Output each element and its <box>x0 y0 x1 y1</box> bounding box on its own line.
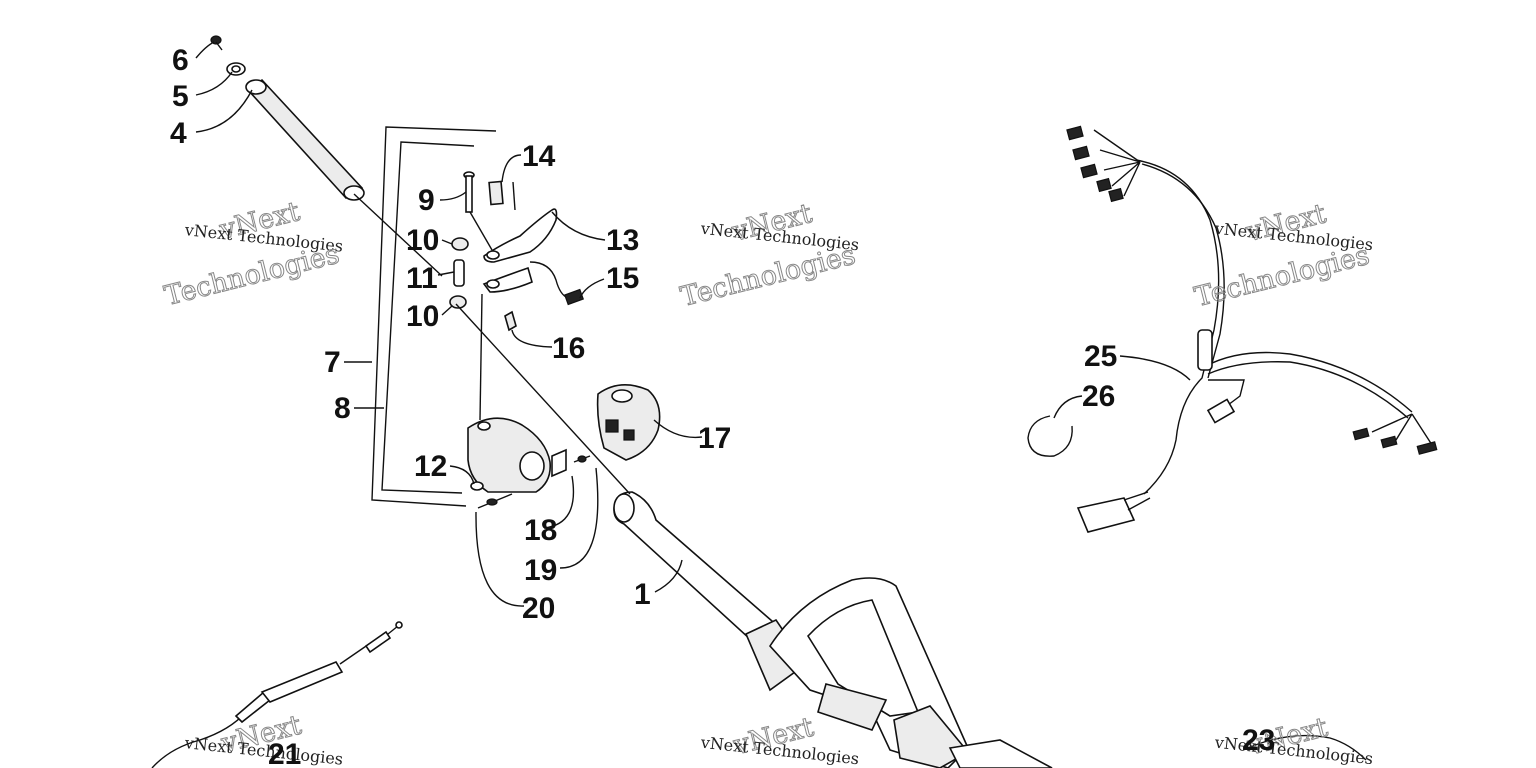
leader-lines <box>195 41 1191 607</box>
svg-text:Technologies: Technologies <box>678 240 859 313</box>
callout-21: 21 <box>268 738 301 768</box>
callout-16: 16 <box>552 332 585 365</box>
cable-part <box>151 621 403 768</box>
bracket-8 <box>381 141 475 494</box>
screw-20-part <box>477 493 513 509</box>
watermark-6: vNext vNext Technologies <box>1213 711 1374 768</box>
watermark-2: vNext vNext Technologies Technologies <box>677 198 860 314</box>
harness-connectors-right <box>1352 413 1438 455</box>
magnet-part <box>488 180 504 206</box>
callout-26: 26 <box>1082 380 1115 413</box>
callout-10-upper: 10 <box>406 224 439 257</box>
callout-8: 8 <box>334 392 351 425</box>
callout-13: 13 <box>606 224 639 257</box>
watermark-1: vNext vNext Technologies Technologies <box>161 196 344 313</box>
callout-14: 14 <box>522 140 556 173</box>
callout-12: 12 <box>414 450 447 483</box>
grip-part <box>245 78 365 201</box>
sleeve-part <box>453 259 465 287</box>
switch-housing-part <box>596 384 661 461</box>
svg-text:Technologies: Technologies <box>161 239 342 312</box>
callout-9: 9 <box>418 184 435 217</box>
handlebar-part <box>613 491 1053 768</box>
callout-10-lower: 10 <box>406 300 439 333</box>
bracket-7 <box>371 126 497 507</box>
cable-tie-part <box>1027 415 1073 457</box>
washer-part <box>226 62 246 76</box>
callout-23: 23 <box>1242 724 1275 757</box>
pin-part <box>463 171 475 213</box>
callout-18: 18 <box>524 514 557 547</box>
callout-25: 25 <box>1084 340 1117 373</box>
callout-6: 6 <box>172 44 189 77</box>
callout-15: 15 <box>606 262 639 295</box>
watermark-4: vNext vNext Technologies <box>183 709 344 768</box>
callout-1: 1 <box>634 578 651 611</box>
sensor-wire-part <box>529 261 584 306</box>
callout-7: 7 <box>324 346 341 379</box>
callout-5: 5 <box>172 80 189 113</box>
callout-17: 17 <box>698 422 731 455</box>
callout-11: 11 <box>406 262 438 295</box>
watermark-5: vNext vNext Technologies <box>699 711 860 768</box>
callout-19: 19 <box>524 554 557 587</box>
bushing-part-lower <box>449 295 467 309</box>
watermark-3: vNext vNext Technologies Technologies <box>1191 198 1374 314</box>
throttle-lever-part <box>482 208 558 293</box>
part-23 <box>1247 734 1367 761</box>
throttle-housing-part <box>467 417 552 493</box>
plate-part <box>551 448 567 478</box>
svg-text:Technologies: Technologies <box>1192 240 1373 313</box>
callout-4: 4 <box>170 117 187 150</box>
wiring-harness-part <box>1066 125 1438 533</box>
screw-19-part <box>573 455 591 463</box>
bushing-part-upper <box>451 237 469 251</box>
harness-connectors-top <box>1066 125 1141 203</box>
callout-20: 20 <box>522 592 555 625</box>
clip-part <box>504 310 517 332</box>
